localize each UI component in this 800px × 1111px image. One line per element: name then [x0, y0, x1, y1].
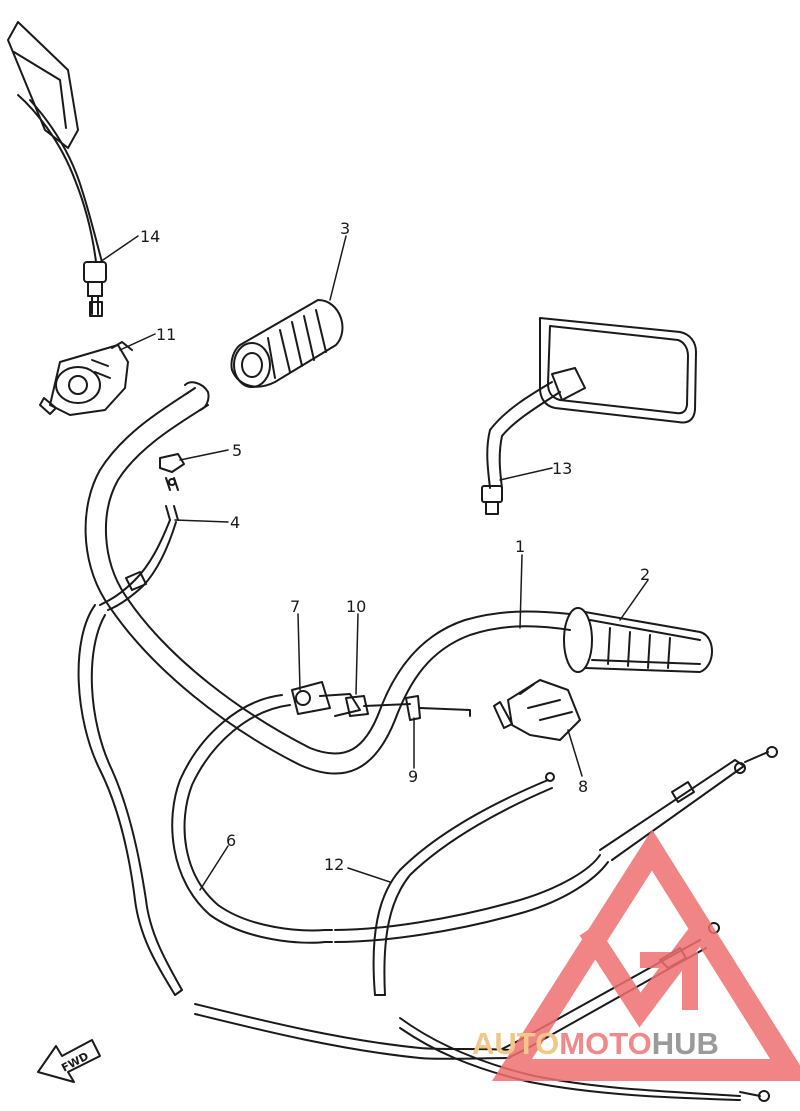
callout-13: 13	[552, 459, 572, 478]
callout-3: 3	[340, 219, 350, 238]
fwd-arrow	[37, 1039, 101, 1083]
right-grip	[563, 607, 713, 673]
leader-lines	[99, 235, 649, 891]
left-mirror	[7, 21, 107, 317]
watermark-moto: MOTO	[559, 1026, 651, 1061]
callout-9: 9	[408, 767, 418, 786]
callout-6: 6	[226, 831, 236, 850]
callout-10: 10	[346, 597, 366, 616]
left-switch-housing	[39, 341, 133, 416]
callout-5: 5	[232, 441, 242, 460]
callout-8: 8	[578, 777, 588, 796]
callout-2: 2	[640, 565, 650, 584]
callout-7: 7	[290, 597, 300, 616]
callout-4: 4	[230, 513, 240, 532]
watermark-hub: HUB	[652, 1026, 719, 1061]
callout-11: 11	[156, 325, 176, 344]
right-mirror	[481, 317, 697, 515]
clutch-cable	[372, 772, 555, 996]
left-grip	[230, 299, 344, 388]
watermark-logo	[491, 829, 800, 1081]
throttle-cable	[171, 694, 778, 944]
callout-12: 12	[324, 855, 344, 874]
part-callouts: 1 2 3 4 5 6 7 8 9 10 11 12 13 14 FWD	[59, 219, 650, 1075]
right-switch-housing	[493, 679, 581, 741]
short-cable	[99, 505, 179, 611]
handlebar	[84, 381, 571, 775]
callout-14: 14	[140, 227, 160, 246]
cable-clip	[159, 453, 185, 491]
fwd-label: FWD	[59, 1050, 91, 1075]
watermark-auto: AUTO	[472, 1026, 559, 1061]
watermark-brand: AUTOMOTOHUB	[472, 1026, 719, 1061]
callout-1: 1	[515, 537, 525, 556]
clutch-lever-hardware	[291, 681, 471, 721]
